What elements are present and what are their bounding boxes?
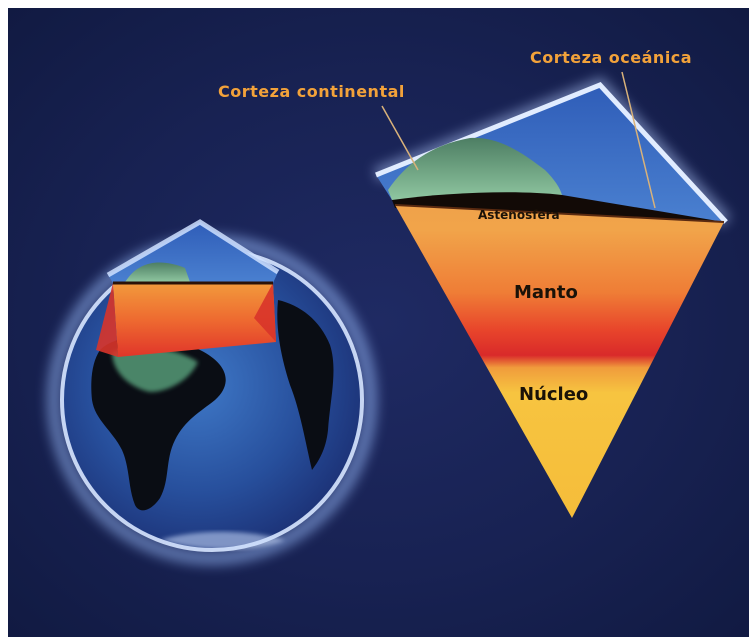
- south-america-landmass: [91, 336, 226, 511]
- small-wedge-cutaway: [113, 283, 276, 357]
- africa-landmass: [277, 300, 334, 470]
- globe: [47, 219, 377, 565]
- continental-mountain: [388, 137, 562, 200]
- oceanic-crust-leader-line: [621, 71, 656, 209]
- continental-crust-label: Corteza continental: [218, 82, 405, 101]
- asthenosphere-label: Astenosfera: [478, 208, 560, 222]
- core-label: Núcleo: [519, 384, 589, 405]
- cross-section-wedge: [395, 205, 724, 518]
- earth-wedge: [373, 76, 732, 518]
- oceanic-crust-label: Corteza oceánica: [530, 48, 693, 67]
- continental-crust-leader-line: [381, 105, 419, 171]
- mantle-label: Manto: [514, 282, 578, 303]
